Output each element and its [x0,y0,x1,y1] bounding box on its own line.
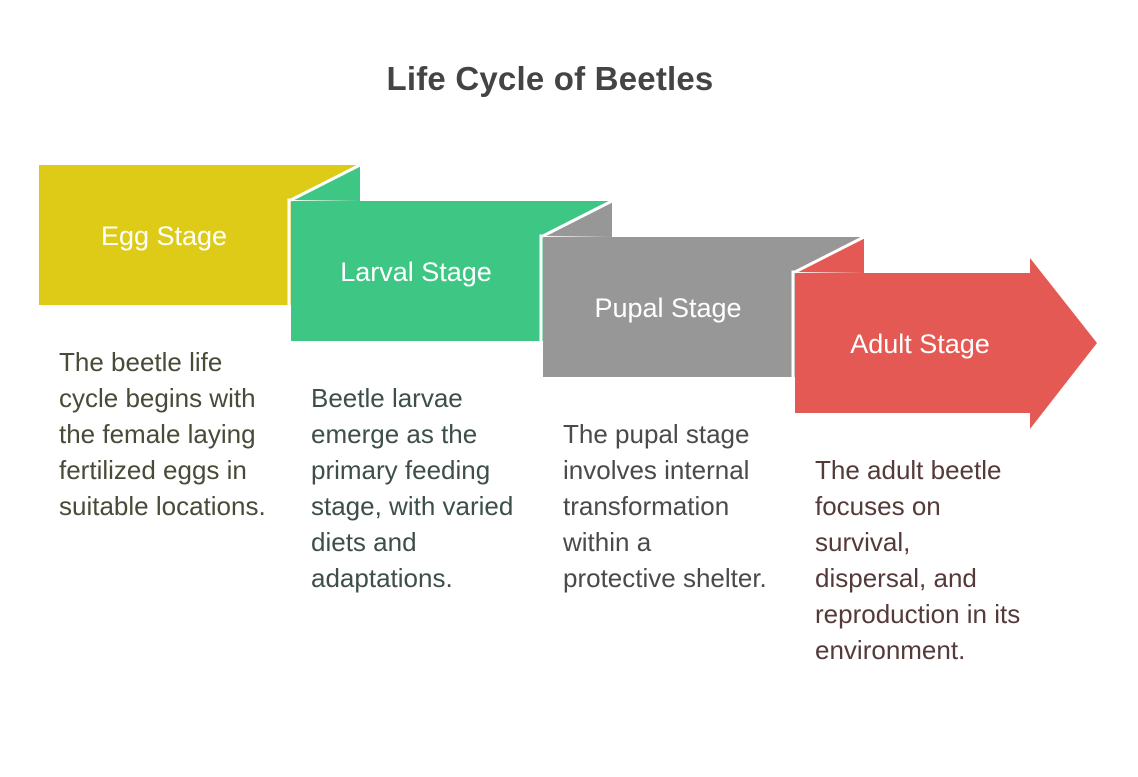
diagram-title: Life Cycle of Beetles [386,60,714,97]
larval-stage-description: Beetle larvae emerge as the primary feed… [311,383,514,593]
pupal-stage-description: The pupal stage involves internal transf… [563,419,767,593]
adult-stage-arrow [795,258,1097,429]
adult-stage-description: The adult beetle focuses on survival, di… [815,455,1021,665]
adult-stage-label: Adult Stage [850,329,990,359]
larval-stage-label: Larval Stage [340,257,492,287]
larval-stage-box [291,201,543,341]
egg-stage-box [39,165,291,305]
egg-stage-label: Egg Stage [100,221,228,251]
egg-stage-description: The beetle life cycle begins with the fe… [59,347,266,521]
pupal-stage-label: Pupal Stage [594,293,742,323]
pupal-stage-box [543,237,795,377]
